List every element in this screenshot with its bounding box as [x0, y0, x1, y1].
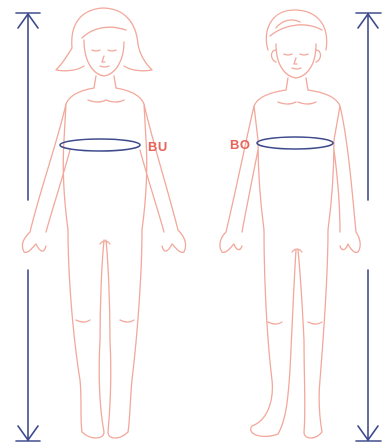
boy-figure [220, 10, 360, 438]
boy-chest-label: BO [230, 137, 251, 152]
girl-chest-label: BU [148, 139, 168, 154]
boy-chest-measure [257, 137, 333, 149]
girl-figure [22, 8, 185, 438]
height-arrow-left [16, 13, 40, 441]
height-arrow-right [356, 13, 381, 441]
girl-chest-measure [60, 139, 140, 151]
